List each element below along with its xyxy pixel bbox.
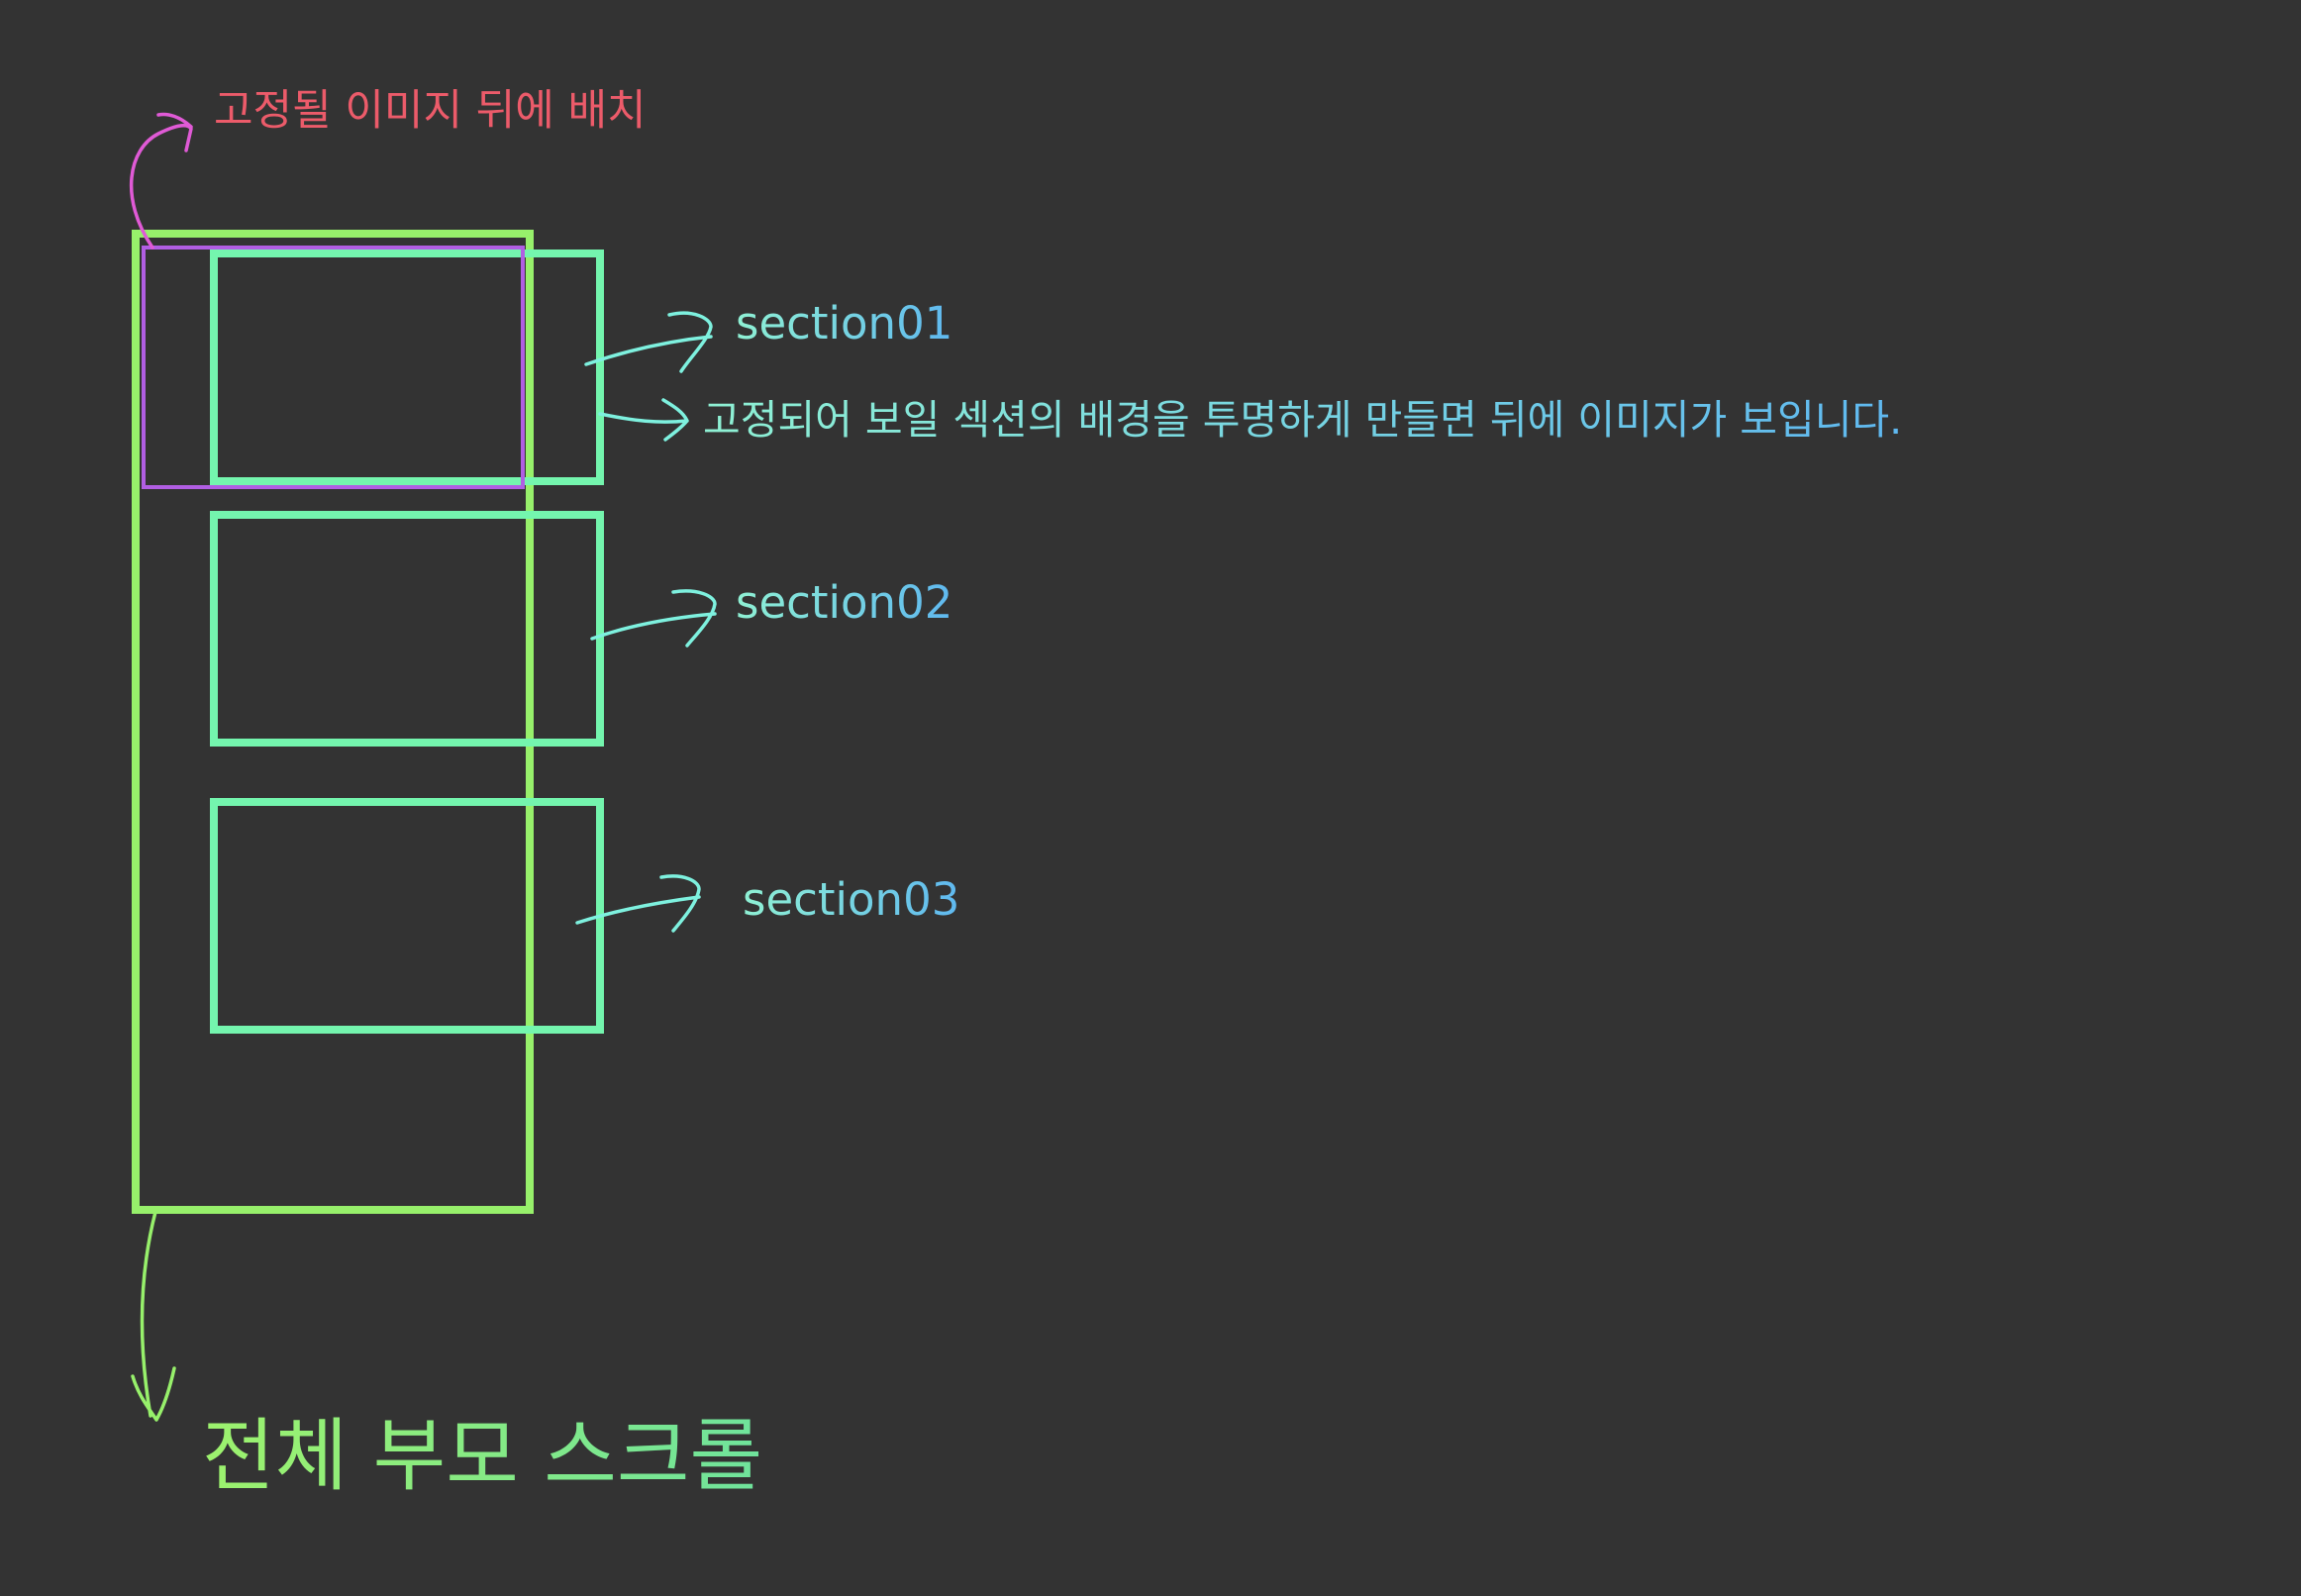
note-arrow	[598, 398, 689, 442]
section02-box	[210, 511, 604, 747]
fixed-image-arrow	[129, 112, 193, 249]
section03-arrow	[575, 874, 701, 933]
section01-arrow	[584, 311, 713, 373]
parent-scroll-container	[132, 230, 534, 1214]
section02-arrow	[590, 589, 717, 648]
section03-label: section03	[743, 873, 959, 926]
section01-label: section01	[736, 297, 952, 349]
transparency-note: 고정되어 보일 섹션의 배경을 투명하게 만들면 뒤에 이미지가 보입니다.	[703, 396, 1902, 444]
parent-scroll-arrow	[131, 1210, 176, 1422]
section01-box	[210, 249, 604, 485]
fixed-image-box	[142, 246, 525, 489]
parent-scroll-label: 전체 부모 스크롤	[202, 1410, 762, 1502]
section02-label: section02	[736, 576, 952, 629]
fixed-image-label: 고정될 이미지 뒤에 배치	[214, 86, 647, 136]
